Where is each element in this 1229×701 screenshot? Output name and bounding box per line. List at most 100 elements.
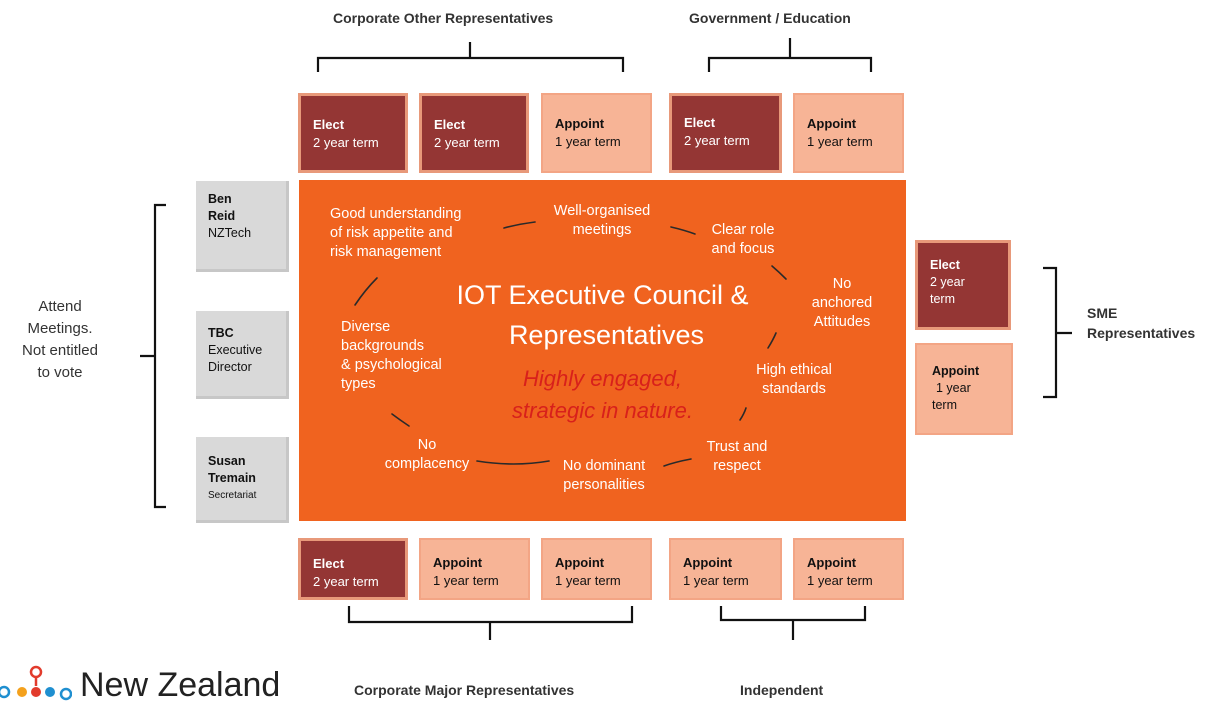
member-line-2: Tremain xyxy=(208,471,256,485)
top-box-4: Elect 2 year term xyxy=(669,93,782,173)
term-label: 1 year term xyxy=(555,134,621,149)
member-line-2: Reid xyxy=(208,209,236,223)
attend-line-4: to vote xyxy=(37,364,83,381)
trait-line: High ethical xyxy=(756,362,832,378)
trait-line: No dominant xyxy=(562,458,646,474)
role-label: Appoint xyxy=(433,555,483,570)
independent-label: Independent xyxy=(740,682,824,698)
member-box-susan-tremain: Susan Tremain Secretariat xyxy=(196,437,289,523)
bracket-attend xyxy=(140,203,166,509)
term-label: 1 year term xyxy=(555,573,621,588)
trait-understanding: Good understanding of risk appetite and … xyxy=(330,205,461,262)
attend-line-2: Meetings. xyxy=(27,320,93,337)
trait-line: and focus xyxy=(711,241,775,257)
attend-line-1: Attend xyxy=(38,298,82,315)
role-label: Appoint xyxy=(555,116,605,131)
logo: New Zealand xyxy=(0,664,340,701)
trait-line: & psychological xyxy=(341,357,442,373)
bottom-box-5: Appoint 1 year term xyxy=(793,538,904,600)
trait-line: backgrounds xyxy=(341,338,425,354)
trait-high-ethical: High ethical standards xyxy=(739,361,849,399)
government-education-label: Government / Education xyxy=(689,10,851,26)
trait-line: respect xyxy=(713,458,761,474)
member-line-1: TBC xyxy=(208,326,234,340)
term-label: 2 year term xyxy=(313,135,379,150)
trait-line: Trust and xyxy=(706,439,768,455)
sme-label-text: SME Representatives xyxy=(1087,305,1196,341)
member-line-3: Director xyxy=(208,360,252,374)
member-line-1: Ben xyxy=(208,192,232,206)
bracket-government xyxy=(707,38,873,72)
term-label: 2 year xyxy=(930,275,965,289)
bracket-corporate-major xyxy=(347,606,634,640)
bracket-corporate-other xyxy=(316,42,625,72)
term-label: term xyxy=(930,292,955,306)
trait-line: Diverse xyxy=(341,319,391,335)
role-label: Elect xyxy=(684,115,716,130)
member-line-3: NZTech xyxy=(208,226,252,240)
top-box-2: Elect 2 year term xyxy=(419,93,529,173)
trait-no-dominant: No dominant personalities xyxy=(549,457,659,495)
member-box-ben-reid: Ben Reid NZTech xyxy=(196,181,289,272)
term-label: 1 year term xyxy=(807,573,873,588)
trait-well-organised: Well-organised meetings xyxy=(542,202,662,240)
member-line-1: Susan xyxy=(208,454,246,468)
sme-box-elect: Elect 2 year term xyxy=(915,240,1011,330)
attend-line-3: Not entitled xyxy=(22,342,98,359)
term-label: 1 year term xyxy=(683,573,749,588)
bottom-box-1: Elect 2 year term xyxy=(298,538,408,600)
trait-line: No xyxy=(832,276,852,292)
trait-line: Clear role xyxy=(711,222,775,238)
term-label: 1 year term xyxy=(807,134,873,149)
corporate-other-label: Corporate Other Representatives xyxy=(333,10,554,26)
term-label: 1 year xyxy=(936,381,971,395)
term-label: term xyxy=(932,398,957,412)
top-box-1: Elect 2 year term xyxy=(298,93,408,173)
term-label: 2 year term xyxy=(434,135,500,150)
bottom-box-4: Appoint 1 year term xyxy=(669,538,782,600)
role-label: Elect xyxy=(313,556,345,571)
corporate-major-label: Corporate Major Representatives xyxy=(354,682,575,698)
bracket-independent xyxy=(719,606,867,640)
trait-line: personalities xyxy=(563,477,645,493)
sme-box-appoint: Appoint 1 year term xyxy=(915,343,1013,435)
trait-line: types xyxy=(341,376,376,392)
trait-line: anchored xyxy=(811,295,873,311)
bottom-box-2: Appoint 1 year term xyxy=(419,538,530,600)
trait-line: meetings xyxy=(572,222,632,238)
council-title-line-2: Representatives xyxy=(508,320,705,350)
trait-line: No xyxy=(417,437,437,453)
attend-note: Attend Meetings. Not entitled to vote xyxy=(0,296,120,384)
role-label: Appoint xyxy=(555,555,605,570)
bracket-sme xyxy=(1043,266,1072,399)
top-box-3: Appoint 1 year term xyxy=(541,93,652,173)
trait-no-anchored: No anchored Attitudes xyxy=(802,275,882,332)
council-title-line-1: IOT Executive Council & xyxy=(456,280,749,310)
member-line-3: Secretariat xyxy=(208,490,257,501)
role-label: Appoint xyxy=(683,555,733,570)
member-line-2: Executive xyxy=(208,343,263,357)
role-label: Appoint xyxy=(807,555,857,570)
sme-label: SME Representatives xyxy=(1087,303,1197,343)
term-label: 2 year term xyxy=(313,574,379,589)
trait-line: risk management xyxy=(330,244,442,260)
council-panel: Good understanding of risk appetite and … xyxy=(299,180,906,521)
trait-line: of risk appetite and xyxy=(330,225,453,241)
trait-clear-role: Clear role and focus xyxy=(698,221,788,259)
trait-line: Good understanding xyxy=(330,206,462,222)
trait-diverse: Diverse backgrounds & psychological type… xyxy=(341,318,442,394)
term-label: 2 year term xyxy=(684,133,750,148)
trait-line: Well-organised xyxy=(553,203,651,219)
trait-line: complacency xyxy=(384,456,470,472)
logo-text: New Zealand xyxy=(80,666,281,701)
tagline-line-2: strategic in nature. xyxy=(512,398,693,423)
tagline-line-1: Highly engaged, xyxy=(522,366,682,391)
trait-cycle-lines xyxy=(354,221,787,467)
top-box-5: Appoint 1 year term xyxy=(793,93,904,173)
role-label: Elect xyxy=(930,258,960,272)
trait-trust: Trust and respect xyxy=(692,438,782,476)
role-label: Elect xyxy=(313,117,345,132)
bottom-box-3: Appoint 1 year term xyxy=(541,538,652,600)
trait-line: Attitudes xyxy=(813,314,871,330)
